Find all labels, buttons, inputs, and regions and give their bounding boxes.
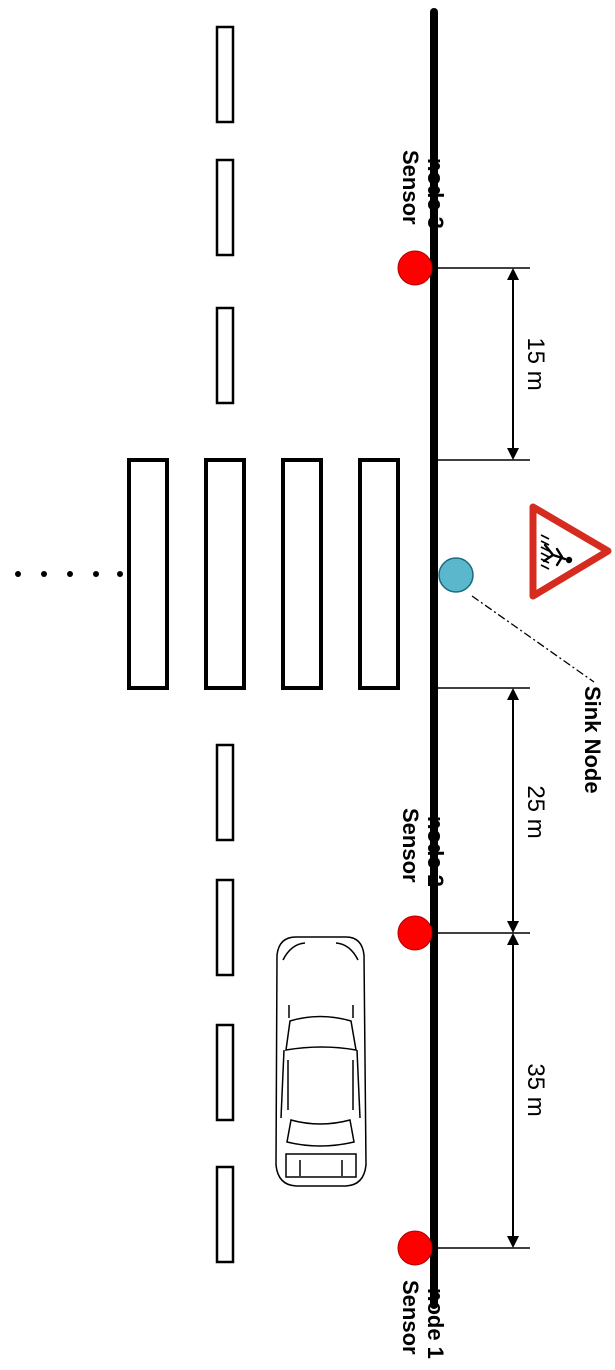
lane-dash xyxy=(215,25,235,124)
svg-text:node 3: node 3 xyxy=(423,158,448,229)
svg-text:node 2: node 2 xyxy=(423,816,448,887)
lane-dashes xyxy=(215,25,235,1264)
crosswalk-stripe xyxy=(358,458,400,690)
car-icon xyxy=(275,936,367,1187)
sensor-node-1 xyxy=(397,1230,433,1266)
lane-dash xyxy=(215,158,235,257)
pedestrian-crossing-sign-icon xyxy=(529,503,612,600)
dimension-label-15m: 15 m xyxy=(522,337,549,390)
sink-node-leader xyxy=(471,595,595,683)
lane-dash xyxy=(215,1023,235,1122)
dimension-label-35m: 35 m xyxy=(522,1063,549,1116)
lane-dash xyxy=(215,1165,235,1264)
sink-node xyxy=(438,557,474,593)
sensor-3-label: Sensor node 3 xyxy=(398,150,448,229)
lane-dash xyxy=(215,878,235,977)
svg-text:Sensor: Sensor xyxy=(398,1280,423,1355)
crosswalk xyxy=(127,458,400,690)
lane-dash xyxy=(215,306,235,405)
extension-lines xyxy=(437,267,530,1249)
svg-text:Sensor: Sensor xyxy=(398,808,423,883)
dimension-label-25m: 25 m xyxy=(522,785,549,838)
sink-node-label: Sink Node xyxy=(580,686,605,794)
crosswalk-stripe xyxy=(127,458,169,690)
continuation-dots xyxy=(15,571,123,577)
svg-text:Sensor: Sensor xyxy=(398,150,423,225)
sensor-node-2 xyxy=(397,915,433,951)
sensor-1-label: Sensor node 1 xyxy=(398,1280,448,1359)
crosswalk-stripe xyxy=(204,458,246,690)
crosswalk-stripe xyxy=(281,458,323,690)
sensor-2-label: Sensor node 2 xyxy=(398,808,448,887)
svg-text:node 1: node 1 xyxy=(423,1288,448,1359)
sensor-node-3 xyxy=(397,250,433,286)
lane-dash xyxy=(215,743,235,842)
